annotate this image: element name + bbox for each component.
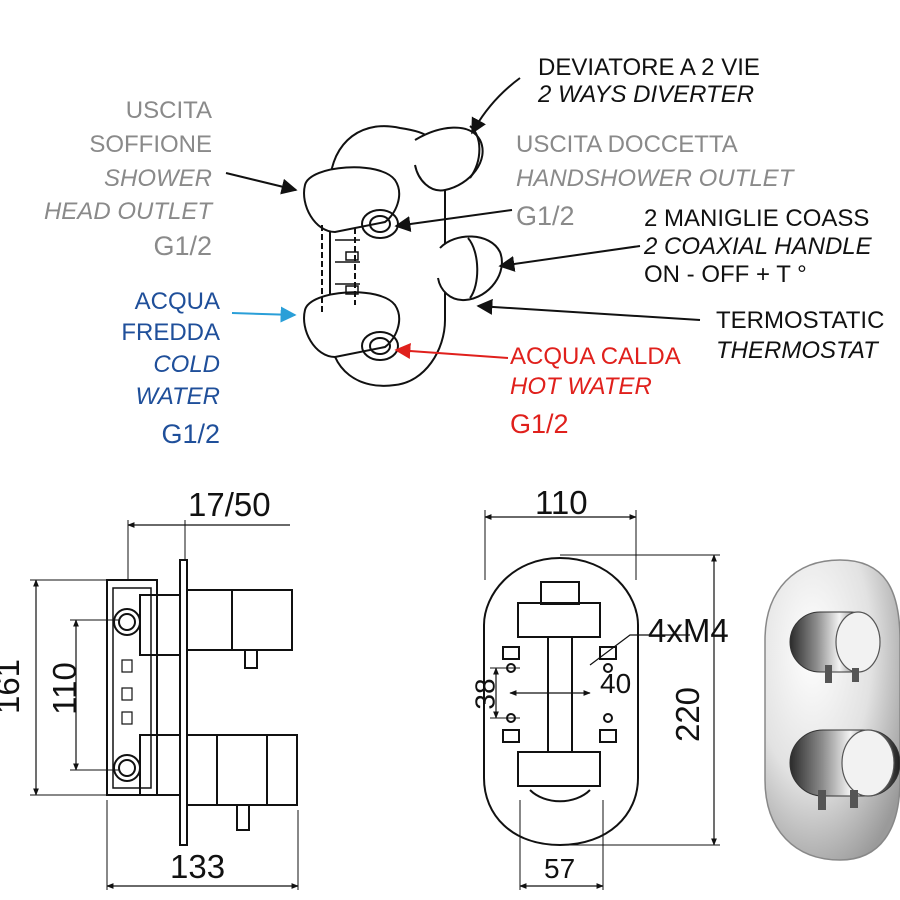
cold-water-it: ACQUA [134, 288, 220, 315]
front-view [483, 510, 720, 890]
cold-water-en2: WATER [135, 383, 220, 410]
head-outlet-en2: HEAD OUTLET [43, 198, 212, 225]
dim-screw-v: 38 [469, 678, 501, 710]
dim-depth: 17/50 [188, 486, 271, 523]
dim-screws: 4xM4 [648, 612, 729, 649]
handshower-thread: G1/2 [516, 201, 575, 231]
dim-height-total: 161 [0, 658, 27, 715]
handshower-it: USCITA DOCCETTA [516, 131, 738, 158]
cold-water-thread: G1/2 [161, 419, 220, 449]
diverter-en: 2 WAYS DIVERTER [538, 81, 755, 108]
hot-water-it: ACQUA CALDA [510, 343, 681, 370]
handles-func: ON - OFF + T ° [644, 261, 807, 288]
product-render [764, 559, 900, 861]
dim-center-distance: 110 [45, 662, 83, 715]
cold-water-it2: FREDDA [121, 319, 220, 346]
handshower-en: HANDSHOWER OUTLET [516, 165, 794, 192]
cold-water-en: COLD [153, 351, 220, 378]
head-outlet-en: SHOWER [104, 165, 212, 192]
side-view [30, 520, 299, 890]
thermostat-it: TERMOSTATIC [716, 307, 885, 334]
handles-en: 2 COAXIAL HANDLE [644, 233, 872, 260]
dim-plate-height: 220 [669, 686, 707, 743]
perspective-view [303, 125, 503, 387]
dim-screw-h: 40 [600, 668, 632, 699]
dim-length: 133 [170, 848, 226, 885]
head-outlet-it: USCITA [125, 97, 212, 124]
head-outlet-thread: G1/2 [153, 231, 212, 261]
head-outlet-it2: SOFFIONE [89, 131, 212, 158]
dim-body-width: 57 [544, 853, 576, 884]
thermostat-en: THERMOSTAT [716, 337, 878, 364]
handles-it: 2 MANIGLIE COASS [644, 205, 870, 232]
hot-water-en: HOT WATER [510, 373, 652, 400]
diverter-it: DEVIATORE A 2 VIE [538, 54, 760, 81]
leader-lines [225, 77, 701, 360]
hot-water-thread: G1/2 [510, 409, 569, 439]
dim-plate-width: 110 [535, 484, 588, 521]
